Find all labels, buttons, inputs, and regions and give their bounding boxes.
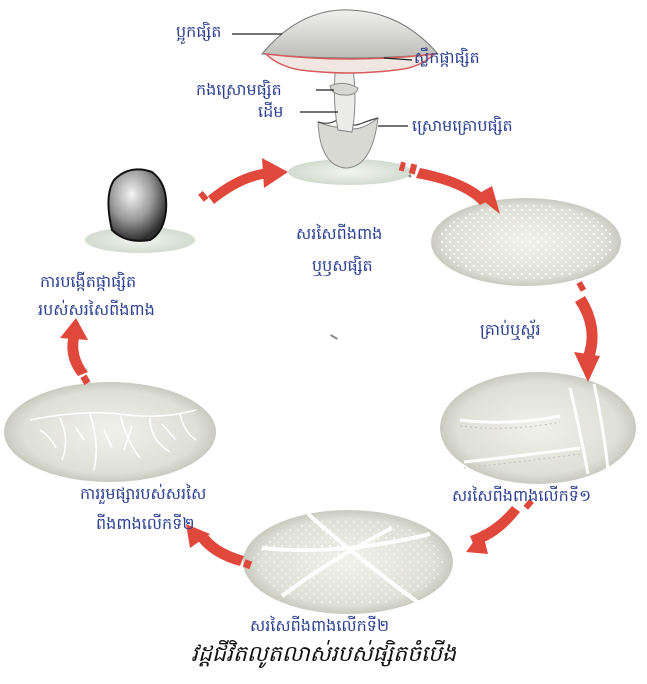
figure-caption: វដ្តជីវិតលូតលាស់របស់ផ្សិតចំបើង (0, 640, 647, 672)
label-volva: ស្រោមគ្រោបផ្សិត (412, 116, 513, 136)
label-gills: ស្លឹកផ្កាផ្សិត (414, 48, 480, 68)
arrow-to-secondary-mycelium (466, 499, 534, 554)
label-primary-mycelium: សរសៃពីងពាងលើកទី១ (452, 486, 591, 506)
cap-shape (262, 10, 438, 58)
mature-mushroom-illustration (262, 10, 438, 185)
label-secondary-mycelium: សរសៃពីងពាងលើកទី២ (250, 616, 389, 636)
mushroom-button-illustration (85, 169, 195, 253)
arrow-to-primary-mycelium (574, 281, 600, 382)
mycelium-network-illustration (4, 382, 216, 482)
label-ring: កងស្រោមផ្សិត (196, 80, 282, 100)
label-mycelium-body: សរសៃពីងពាង (296, 224, 382, 244)
secondary-mycelium-illustration (243, 510, 453, 614)
spores-illustration (431, 198, 621, 286)
label-mycelium-mass-line1: ការរួមផ្សារបស់សរសៃ (80, 484, 206, 504)
primary-mycelium-illustration (440, 372, 636, 484)
arrow-to-mushroom-button (60, 318, 90, 385)
label-fruiting-line2: របស់សរសៃពីងពាង (38, 300, 155, 320)
label-cap: ប្អូកផ្សិត (176, 22, 221, 42)
label-spores: គ្រាប់ឬស្ព័រ (480, 320, 541, 340)
label-mycelium-body-line2: ឬឫសផ្សិត (312, 256, 373, 276)
label-mycelium-mass-line2: ពីងពាងលើកទី២ (96, 514, 194, 534)
label-fruiting-line1: ការបង្កើតផ្កាផ្សិត (40, 272, 136, 292)
arrow-to-mature-mushroom (198, 158, 288, 204)
arrow-to-mycelium-network (186, 524, 252, 569)
label-stem: ដើម (258, 102, 283, 122)
